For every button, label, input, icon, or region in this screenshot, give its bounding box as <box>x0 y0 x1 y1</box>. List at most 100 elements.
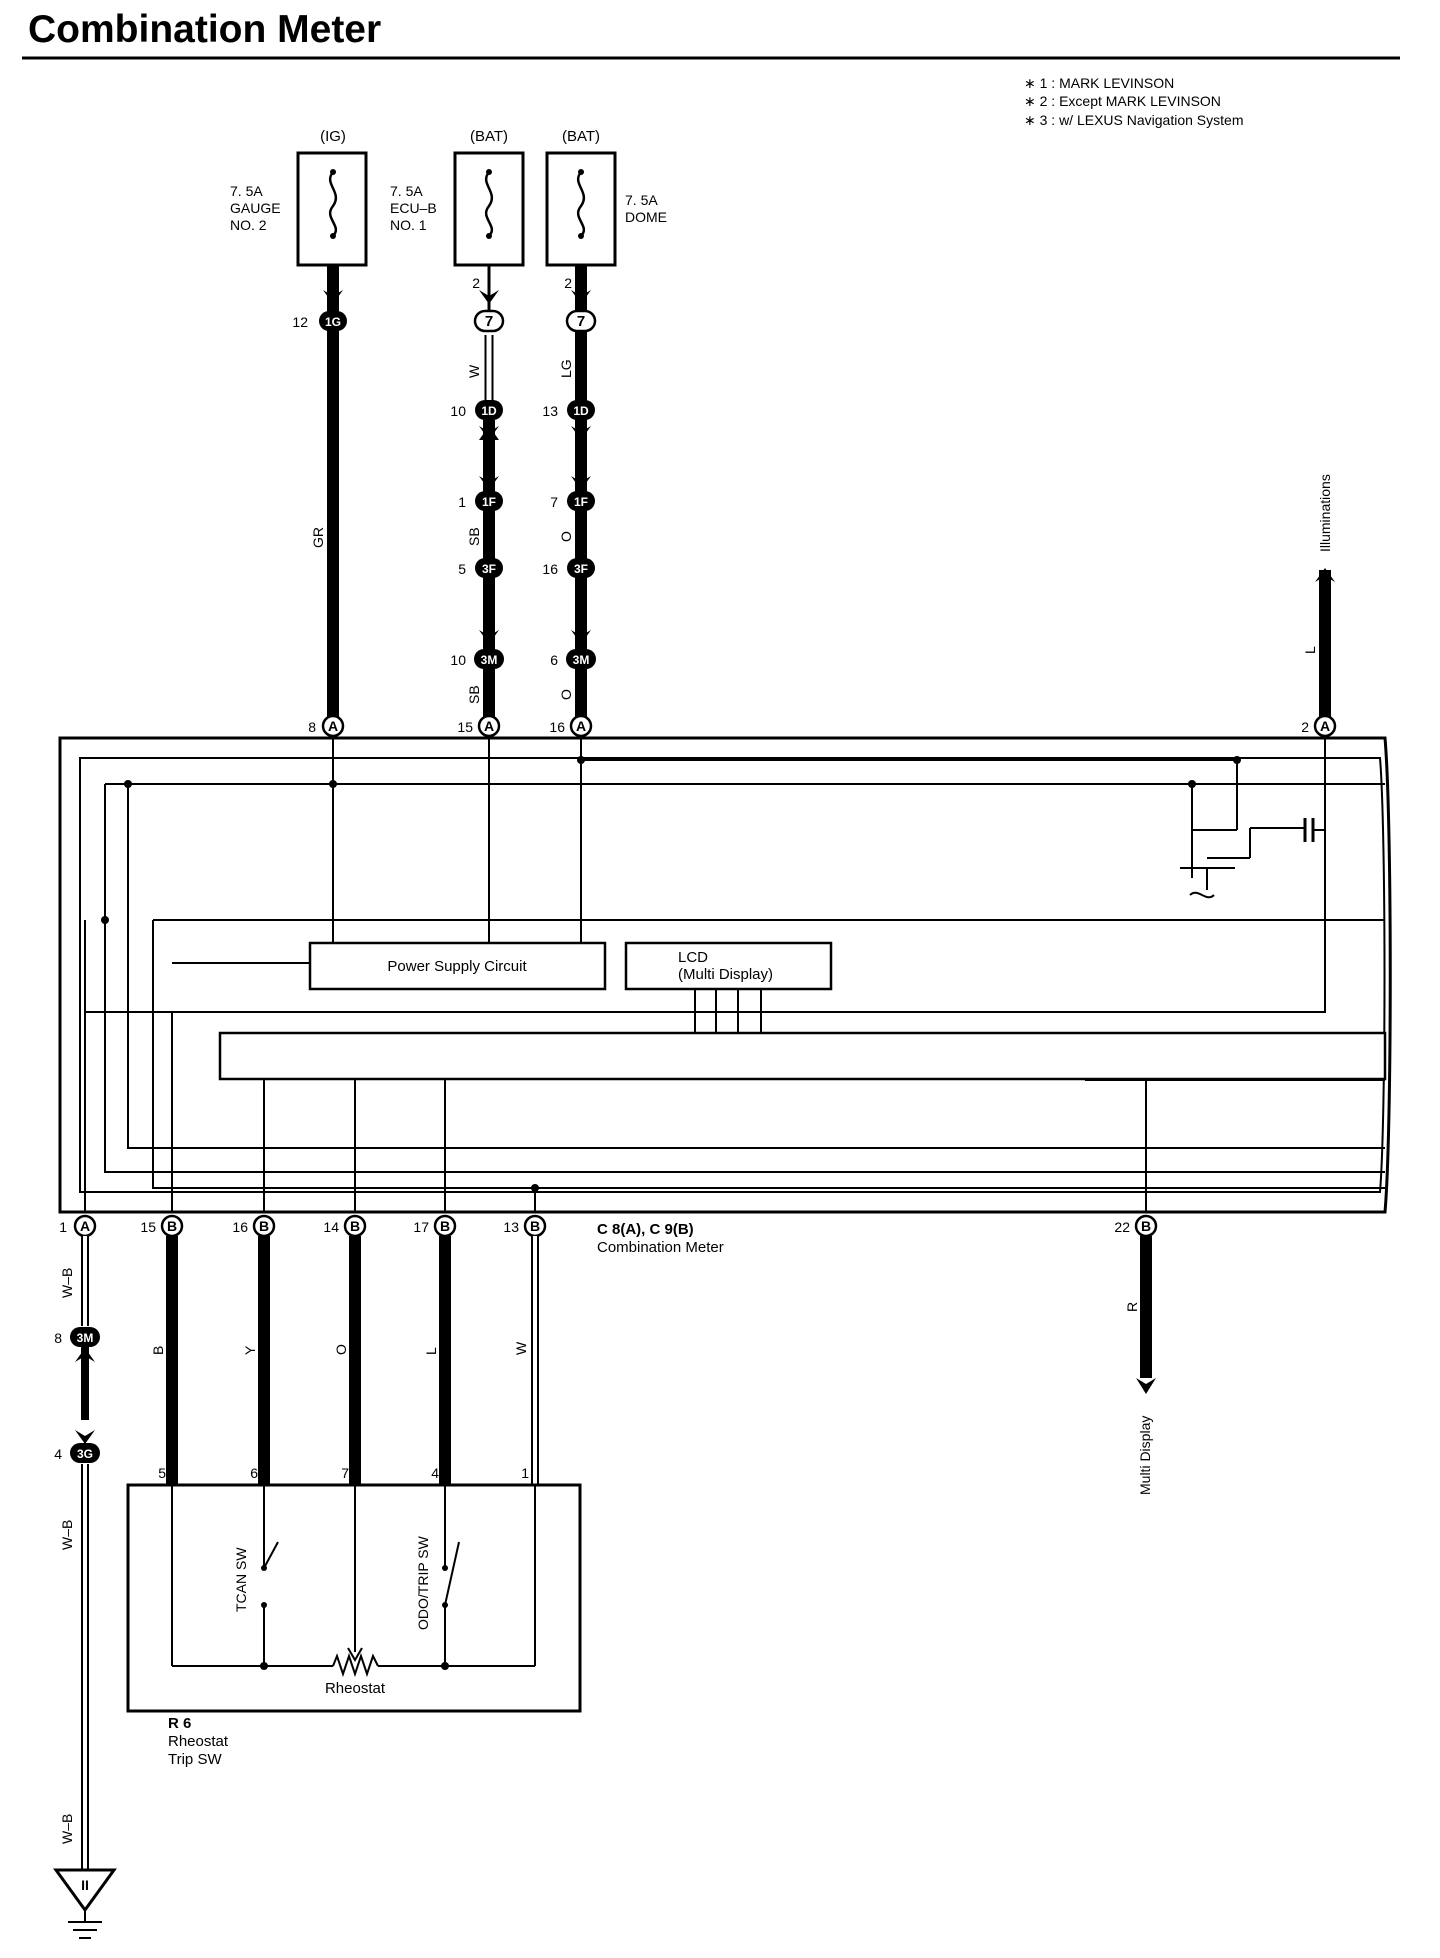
fuse-pin: 2 <box>472 275 480 291</box>
svg-text:15: 15 <box>457 719 473 735</box>
fuse-name: DOME <box>625 209 667 225</box>
connector-arrows <box>323 290 1335 644</box>
wire-color-y: Y <box>242 1345 258 1355</box>
svg-text:2: 2 <box>1301 719 1309 735</box>
wire-color-lg: LG <box>558 359 574 378</box>
multi-display-label: Multi Display <box>1137 1416 1153 1495</box>
ground-symbol <box>53 1868 117 1939</box>
svg-text:6: 6 <box>250 1465 258 1481</box>
svg-text:3M: 3M <box>77 1331 94 1345</box>
svg-text:B: B <box>440 1218 450 1234</box>
svg-text:1: 1 <box>521 1465 529 1481</box>
connector-a8: A8 <box>308 714 345 738</box>
svg-text:B: B <box>530 1218 540 1234</box>
connector-a16: A 16 <box>549 714 593 738</box>
wire-color-r: R <box>1124 1302 1140 1312</box>
fuse-pin: 2 <box>564 275 572 291</box>
fuse-rating: 7. 5A <box>390 183 423 199</box>
svg-text:A: A <box>576 718 586 734</box>
wire-color-o: O <box>558 531 574 542</box>
wire-color-w: W <box>466 364 482 378</box>
svg-text:4: 4 <box>54 1446 62 1462</box>
wire-color-b: B <box>150 1346 166 1355</box>
connector-b13: B 13 <box>503 1214 547 1238</box>
svg-text:7: 7 <box>341 1465 349 1481</box>
fuse-ecu-b-no1: (BAT) 7. 5A ECU–B NO. 1 <box>390 128 525 267</box>
fuse-source: (BAT) <box>470 128 508 145</box>
connector-a1: A1 <box>59 1214 97 1238</box>
wire-color-l: L <box>423 1347 439 1355</box>
r6-name-2: Trip SW <box>168 1751 222 1768</box>
svg-text:8: 8 <box>308 719 316 735</box>
svg-text:A: A <box>328 718 338 734</box>
lower-splice-connectors: 3M 8 3G 4 <box>54 1327 100 1463</box>
connector-1d: 1D 10 <box>450 400 503 420</box>
note-1: ∗ 1 : MARK LEVINSON <box>1024 75 1174 91</box>
svg-text:5: 5 <box>158 1465 166 1481</box>
svg-text:12: 12 <box>292 314 308 330</box>
connector-b17: B17 <box>413 1214 457 1238</box>
svg-text:13: 13 <box>503 1219 519 1235</box>
illuminations-label: Illuminations <box>1317 474 1333 552</box>
connector-1f: 1F1 <box>458 491 503 511</box>
meter-connector-name: Combination Meter <box>597 1239 724 1256</box>
svg-text:16: 16 <box>232 1219 248 1235</box>
lower-wire-labels: W–B W–B W–B B Y O L W R Multi Display <box>59 1268 1153 1844</box>
svg-text:7: 7 <box>577 313 585 330</box>
fuse-gauge-no2: (IG) 7. 5A GAUGE NO. 2 <box>230 128 368 267</box>
svg-text:22: 22 <box>1114 1219 1130 1235</box>
svg-text:1: 1 <box>59 1219 67 1235</box>
svg-text:8: 8 <box>54 1330 62 1346</box>
svg-text:16: 16 <box>549 719 565 735</box>
wire-color-sb: SB <box>466 685 482 704</box>
connector-b14: B14 <box>323 1214 367 1238</box>
meter-connector-code: C 8(A), C 9(B) <box>597 1221 694 1238</box>
connector-a15: A15 <box>457 714 501 738</box>
svg-text:1: 1 <box>458 494 466 510</box>
svg-text:1D: 1D <box>481 404 497 418</box>
lower-arrows <box>75 1348 1156 1444</box>
fuse-rating: 7. 5A <box>230 183 263 199</box>
note-2: ∗ 2 : Except MARK LEVINSON <box>1024 93 1221 109</box>
svg-text:5: 5 <box>458 561 466 577</box>
svg-text:1D: 1D <box>573 404 589 418</box>
connector-7: 7 <box>473 309 505 333</box>
lcd-label: LCD <box>678 949 708 966</box>
svg-text:10: 10 <box>450 652 466 668</box>
connector-1f: 1F 7 <box>550 491 595 511</box>
wire-color-o: O <box>558 689 574 700</box>
svg-text:16: 16 <box>542 561 558 577</box>
rheostat-trip-sw <box>126 1483 582 1713</box>
power-supply-circuit: Power Supply Circuit <box>387 958 527 975</box>
connector-3f: 3F5 <box>458 558 503 578</box>
svg-text:B: B <box>350 1218 360 1234</box>
svg-text:7: 7 <box>550 494 558 510</box>
fuse-name: GAUGE <box>230 200 281 216</box>
notes: ∗ 1 : MARK LEVINSON ∗ 2 : Except MARK LE… <box>1024 75 1243 128</box>
lcd-subtitle: (Multi Display) <box>678 966 773 983</box>
svg-text:A: A <box>1320 718 1330 734</box>
connector-3m: 3M6 <box>550 649 596 669</box>
r6-code: R 6 <box>168 1715 191 1732</box>
junction-dots <box>101 756 1241 1192</box>
wire-color-w-b: W–B <box>59 1520 75 1550</box>
svg-text:3M: 3M <box>481 653 498 667</box>
svg-text:10: 10 <box>450 403 466 419</box>
svg-text:B: B <box>259 1218 269 1234</box>
svg-text:B: B <box>167 1218 177 1234</box>
odo-trip-sw-label: ODO/TRIP SW <box>415 1535 431 1630</box>
wire-color-w-b: W–B <box>59 1814 75 1844</box>
svg-text:3M: 3M <box>573 653 590 667</box>
r6-name-1: Rheostat <box>168 1733 229 1750</box>
svg-text:3G: 3G <box>77 1447 93 1461</box>
fuse-source: (IG) <box>320 128 346 145</box>
fuse-number: NO. 2 <box>230 217 267 233</box>
svg-text:B: B <box>1141 1218 1151 1234</box>
rheostat-dots <box>260 1565 449 1670</box>
connector-7: 7 <box>565 309 597 333</box>
svg-text:1F: 1F <box>574 495 588 509</box>
